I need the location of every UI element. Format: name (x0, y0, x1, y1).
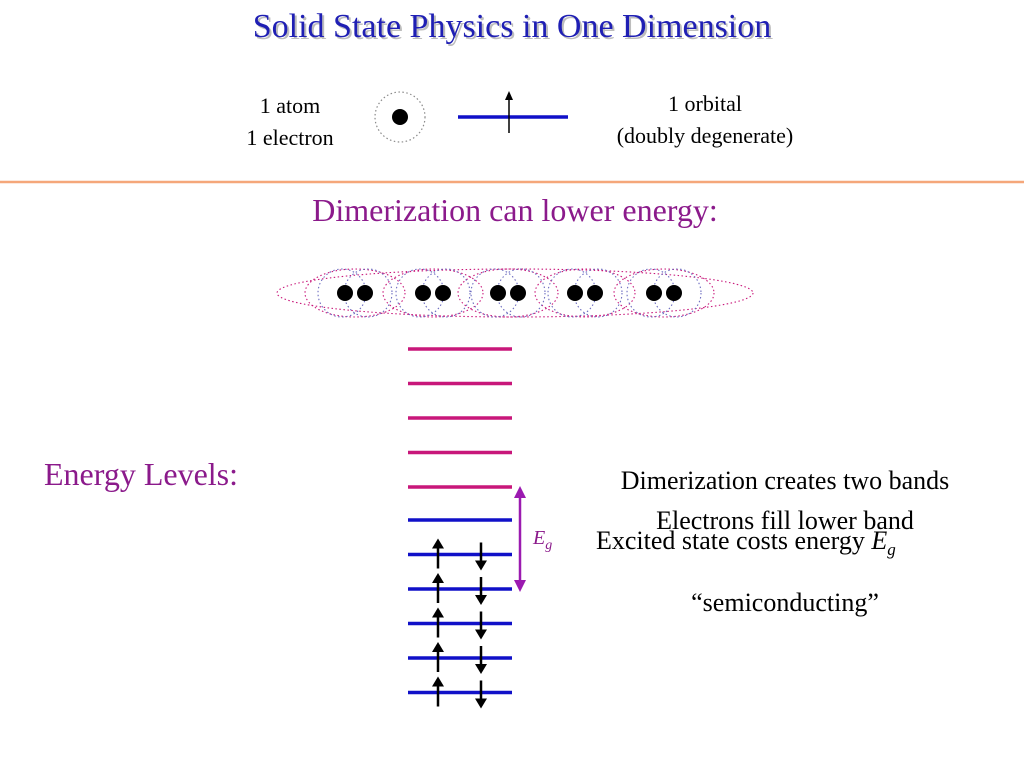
orbital-label-line2: (doubly degenerate) (616, 123, 794, 148)
atom-orbital-cloud (652, 268, 702, 318)
note-excited-symbol: E (871, 526, 888, 555)
spin-up-arrowhead (432, 538, 444, 549)
single-orbital-level (458, 91, 568, 133)
atom-label-line1: 1 atom (259, 93, 321, 118)
atom-orbital-cloud (496, 268, 546, 318)
note-semiconducting: “semiconducting” (691, 588, 879, 617)
note-bands: Dimerization creates two bands (620, 466, 950, 495)
atom-orbital-cloud (343, 268, 393, 318)
chain-atom (435, 285, 451, 301)
page-title: Solid State Physics in One Dimension (252, 8, 772, 45)
chain-atom (510, 285, 526, 301)
chain-atom (587, 285, 603, 301)
chain-atom (415, 285, 431, 301)
spin-up-arrowhead (432, 676, 444, 687)
atom-label: 1 atom 1 electron (225, 90, 355, 154)
energy-bands (408, 347, 512, 709)
gap-arrow-head-bottom (514, 580, 526, 592)
note-excited: Excited state costs energy Eg (596, 526, 896, 560)
orbital-label-line1: 1 orbital (668, 91, 742, 116)
atom-orbital-cloud (374, 91, 426, 143)
orbital-electron-arrowhead (505, 91, 513, 100)
note-fill: Electrons fill lower band (656, 506, 914, 535)
dimer-bond-cloud (382, 268, 484, 318)
spin-up-arrowhead (432, 573, 444, 583)
atom-label-line2: 1 electron (246, 125, 334, 150)
energy-levels-label: Energy Levels: (44, 456, 239, 492)
single-atom (374, 91, 426, 143)
chain-atom (646, 285, 662, 301)
gap-label-subscript: g (545, 538, 553, 553)
orbital-label: 1 orbital (doubly degenerate) (575, 88, 835, 152)
atom-orbital-cloud (573, 268, 623, 318)
gap-label-symbol: E (533, 527, 546, 549)
chain-atom (337, 285, 353, 301)
chain-atom (357, 285, 373, 301)
chain-atom (666, 285, 682, 301)
chain-envelope (276, 268, 754, 318)
chain-atom (567, 285, 583, 301)
dimerization-heading: Dimerization can lower energy: (312, 192, 718, 228)
spin-down-arrowhead (475, 698, 487, 709)
gap-arrow (514, 486, 526, 592)
spin-down-arrowhead (475, 664, 487, 674)
spin-down-arrowhead (475, 595, 487, 605)
atom-nucleus (392, 109, 408, 125)
spin-down-arrowhead (475, 629, 487, 640)
spin-down-arrowhead (475, 560, 487, 571)
dimer-bond-cloud (304, 268, 406, 318)
dimer-chain (276, 268, 754, 318)
dimer-bond-cloud (534, 268, 636, 318)
spin-up-arrowhead (432, 607, 444, 618)
note-excited-subscript: g (887, 540, 896, 560)
gap-label: Eg (533, 527, 552, 554)
spin-up-arrowhead (432, 642, 444, 652)
chain-atom (490, 285, 506, 301)
gap-arrow-head-top (514, 486, 526, 498)
dimer-bond-cloud (613, 268, 715, 318)
dimer-bond-cloud (457, 268, 559, 318)
note-excited-text: Excited state costs energy (596, 526, 872, 555)
atom-orbital-cloud (421, 268, 471, 318)
